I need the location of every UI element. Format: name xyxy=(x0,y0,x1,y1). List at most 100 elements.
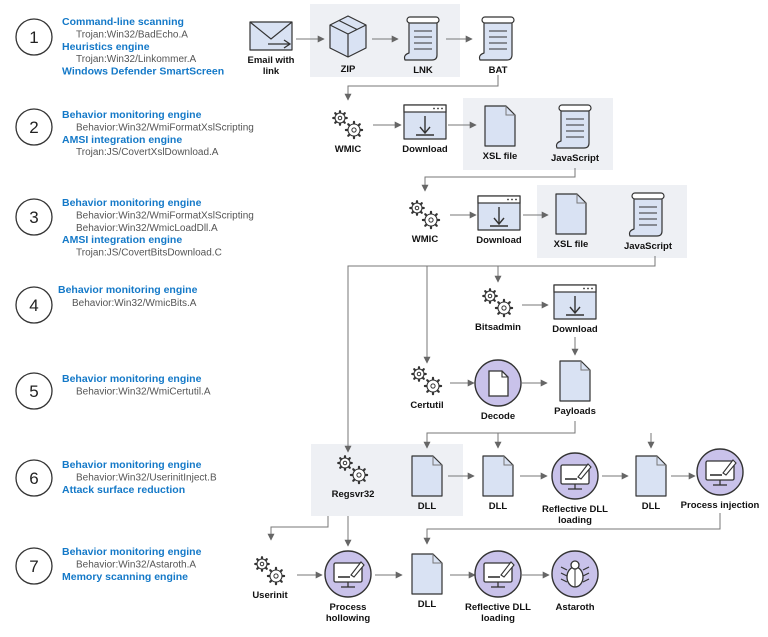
detection-name: Behavior:Win32/WmiCertutil.A xyxy=(76,386,211,397)
node-label: Download xyxy=(552,324,598,335)
monitor-icon xyxy=(483,561,515,588)
download-node-3: Download xyxy=(552,284,598,335)
gears-icon xyxy=(409,200,441,230)
bitsadmin-node: Bitsadmin xyxy=(475,288,521,333)
detection-name: Behavior:Win32/WmicLoadDll.A xyxy=(76,223,218,234)
node-label: XSL file xyxy=(554,239,589,250)
stage-number: 5 xyxy=(29,382,38,401)
gears-icon xyxy=(337,455,369,485)
node-label: Download xyxy=(476,235,522,246)
node-label: Email with xyxy=(248,55,295,66)
gears-icon xyxy=(332,110,364,140)
dll-node-3: DLL xyxy=(635,455,667,512)
engine-name: Behavior monitoring engine xyxy=(62,197,202,209)
engine-name: Behavior monitoring engine xyxy=(62,373,202,385)
process-injection-node: Process injection xyxy=(681,448,760,511)
stage-number-circle xyxy=(15,108,53,146)
decode-node: Decode xyxy=(474,359,522,422)
stage-1: 1 Command-line scanningTrojan:Win32/BadEc… xyxy=(15,16,224,78)
stage-number: 7 xyxy=(29,557,38,576)
download-window-icon xyxy=(477,195,521,231)
stage-3: 3 Behavior monitoring engineBehavior:Win3… xyxy=(15,197,254,259)
userinit-node: Userinit xyxy=(252,556,289,601)
monitor-icon xyxy=(560,463,592,490)
detection-name: Trojan:JS/CovertBitsDownload.C xyxy=(76,248,222,259)
engine-name: AMSI integration engine xyxy=(62,134,182,146)
download-node-2: Download xyxy=(476,195,522,246)
detection-name: Trojan:Win32/BadEcho.A xyxy=(76,29,188,40)
engine-name: Command-line scanning xyxy=(62,16,184,28)
stage-number-circle xyxy=(15,547,53,585)
gears-icon xyxy=(482,288,514,318)
document-icon xyxy=(484,105,516,147)
gears-icon xyxy=(411,366,443,396)
node-label: Astaroth xyxy=(555,602,594,613)
engine-name: Behavior monitoring engine xyxy=(62,546,202,558)
stage-number: 2 xyxy=(29,118,38,137)
engine-name: Attack surface reduction xyxy=(62,484,185,496)
node-label: Certutil xyxy=(410,400,443,411)
node-label: WMIC xyxy=(412,234,439,245)
gear-icon xyxy=(482,288,498,304)
node-label: ZIP xyxy=(341,64,356,75)
document-icon xyxy=(635,455,667,497)
node-label: hollowing xyxy=(326,613,371,624)
gear-icon xyxy=(254,556,270,572)
gear-icon xyxy=(409,200,425,216)
engine-name: AMSI integration engine xyxy=(62,234,182,246)
detection-name: Trojan:JS/CovertXslDownload.A xyxy=(76,147,219,158)
node-label: BAT xyxy=(489,65,508,76)
scroll-icon xyxy=(403,16,440,61)
stage-number-circle xyxy=(15,372,53,410)
engine-name: Behavior monitoring engine xyxy=(62,109,202,121)
engine-name: Windows Defender SmartScreen xyxy=(62,66,224,78)
node-label: DLL xyxy=(642,501,661,512)
dll-node-2: DLL xyxy=(482,455,514,512)
envelope-icon xyxy=(249,21,293,51)
node-label: link xyxy=(263,66,280,77)
stage-5: 5 Behavior monitoring engineBehavior:Win3… xyxy=(15,372,211,410)
node-label: DLL xyxy=(418,501,437,512)
scroll-icon xyxy=(555,104,592,149)
download-window-icon xyxy=(403,104,447,140)
bug-icon xyxy=(560,560,590,588)
bat-node: BAT xyxy=(478,16,515,76)
document-icon xyxy=(482,455,514,497)
certutil-node: Certutil xyxy=(410,366,444,411)
node-label: XSL file xyxy=(483,151,518,162)
scroll-icon xyxy=(478,16,515,61)
dll-node-4: DLL xyxy=(411,553,443,610)
gear-icon xyxy=(337,455,353,471)
detection-name: Behavior:Win32/UserinitInject.B xyxy=(76,472,217,483)
lnk-node: LNK xyxy=(403,16,440,76)
node-label: Process xyxy=(330,602,367,613)
xsl-file-node-2: XSL file xyxy=(554,193,589,250)
javascript-node-2: JavaScript xyxy=(624,192,673,252)
engine-name: Memory scanning engine xyxy=(62,571,188,583)
download-window-icon xyxy=(553,284,597,320)
engine-name: Heuristics engine xyxy=(62,41,150,53)
node-label: JavaScript xyxy=(551,153,600,164)
stage-number: 1 xyxy=(29,28,38,47)
gear-icon xyxy=(266,566,286,586)
document-icon xyxy=(488,370,509,397)
box-icon xyxy=(329,15,367,58)
stages-column: 1 Command-line scanningTrojan:Win32/BadEc… xyxy=(15,16,254,585)
gear-icon xyxy=(344,120,364,140)
gear-icon xyxy=(332,110,348,126)
download-node-1: Download xyxy=(402,104,448,155)
detection-name: Trojan:Win32/Linkommer.A xyxy=(76,54,197,65)
node-label: Userinit xyxy=(252,590,288,601)
stage-number: 3 xyxy=(29,208,38,227)
payloads-node: Payloads xyxy=(554,360,596,417)
node-label: Reflective DLL xyxy=(465,602,531,613)
node-label: Reflective DLL xyxy=(542,504,608,515)
engine-name: Behavior monitoring engine xyxy=(58,284,198,296)
document-icon xyxy=(411,455,443,497)
gear-icon xyxy=(494,298,514,318)
wmic-node-1: WMIC xyxy=(332,110,364,155)
